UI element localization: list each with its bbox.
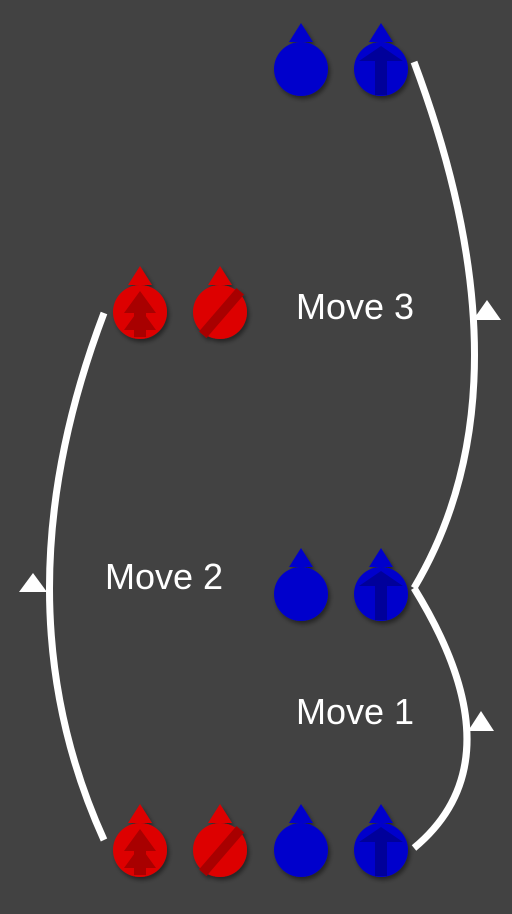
blue-t-piece: [354, 23, 408, 96]
move-3-arrowhead: [473, 300, 501, 320]
move-paths: [46, 60, 478, 851]
move-1-path: [411, 586, 471, 851]
after-move-3-position: [274, 23, 408, 96]
move-2-arrowhead: [19, 573, 47, 592]
blue-t-piece: [354, 548, 408, 621]
blue-plain-piece: [274, 548, 328, 621]
move-2-path: [46, 311, 108, 842]
red-slash-piece: [193, 804, 247, 877]
move-3-label: Move 3: [296, 286, 415, 327]
after-move-2-position: [113, 266, 247, 339]
blue-plain-piece: [274, 804, 328, 877]
move-2-label: Move 2: [105, 556, 224, 597]
blue-plain-piece: [274, 23, 328, 96]
red-slash-piece: [193, 266, 247, 339]
red-double-arrow-piece: [113, 266, 167, 339]
red-double-arrow-piece: [113, 804, 167, 877]
start-position: [113, 804, 408, 877]
blue-t-piece: [354, 804, 408, 877]
after-move-1-position: [274, 548, 408, 621]
move-1-arrowhead: [468, 711, 494, 731]
move-1-label: Move 1: [296, 691, 415, 732]
path-arrowheads: [19, 300, 501, 731]
move-3-path: [410, 60, 478, 590]
